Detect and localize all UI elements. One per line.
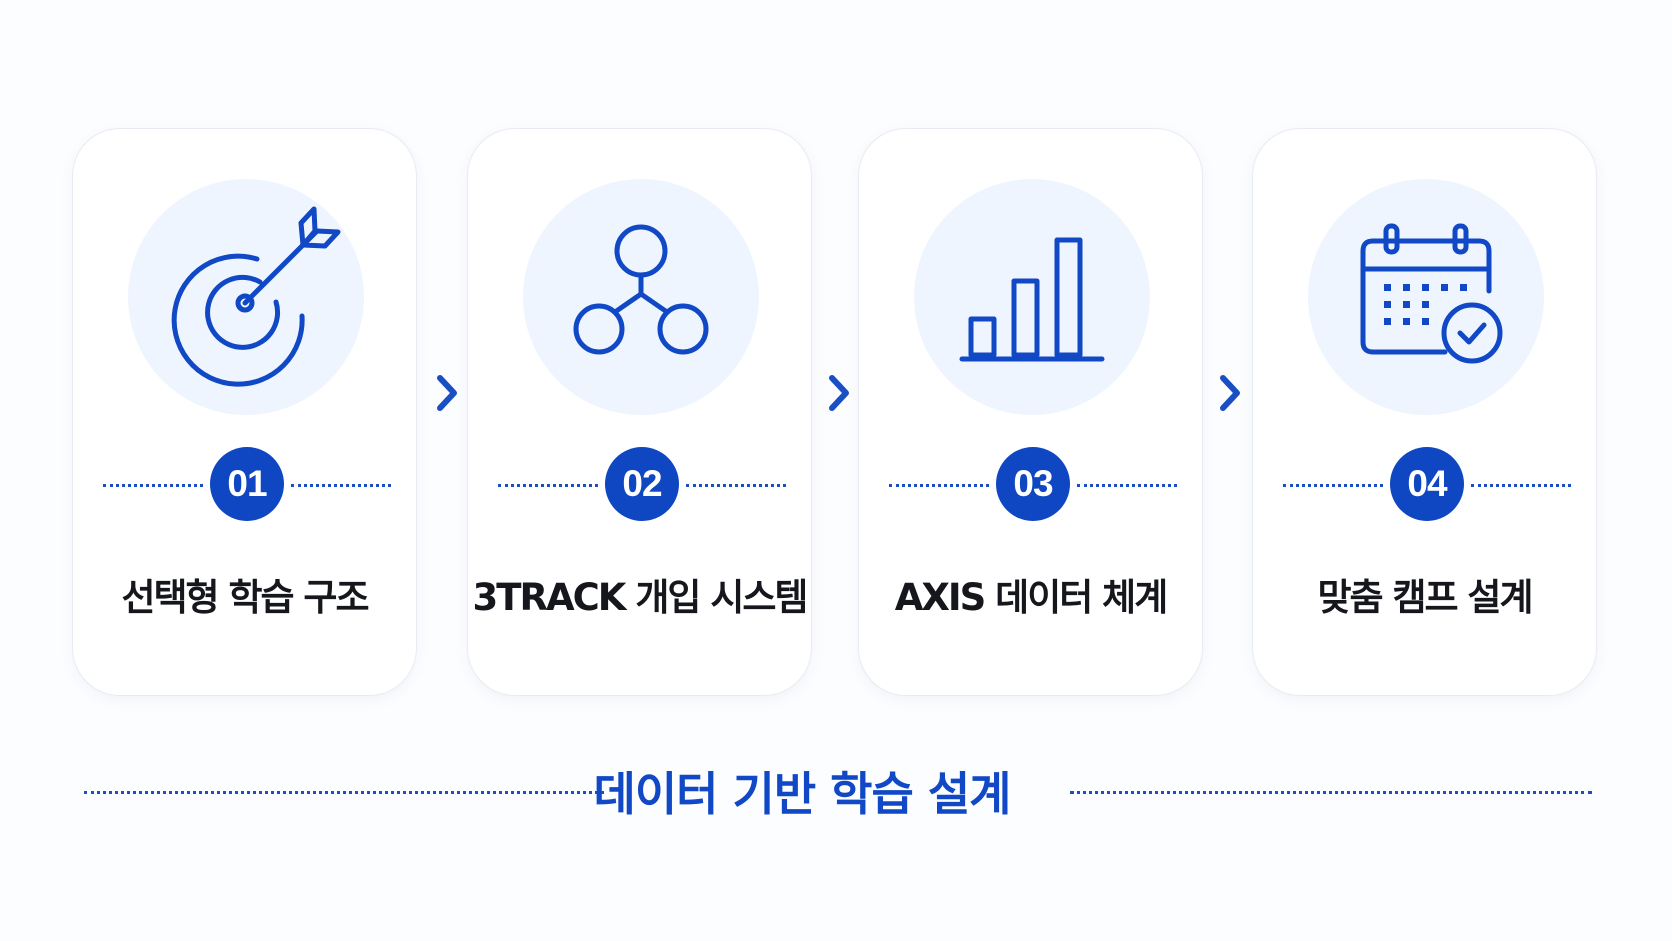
dotted-line-right [291,484,391,487]
dotted-line-right [686,484,786,487]
footer-dotted-line-left [84,791,604,794]
footer-label: 데이터 기반 학습 설계 [593,767,1012,821]
bar-chart-icon [959,237,1105,362]
dotted-line-left [498,484,598,487]
step-card-2: 02 3TRACK 개입 시스템 [467,128,812,696]
step-number-badge: 01 [210,447,284,521]
step-card-4: 04 맞춤 캠프 설계 [1252,128,1597,696]
chevron-right-icon [1220,375,1240,411]
step-number-badge: 02 [605,447,679,521]
dotted-line-left [1283,484,1383,487]
dotted-line-left [103,484,203,487]
icon-background [128,179,364,415]
step-number-badge: 04 [1390,447,1464,521]
step-card-1: 01 선택형 학습 구조 [72,128,417,696]
calendar-check-icon [1360,223,1503,364]
step-card-3: 03 AXIS 데이터 체계 [858,128,1203,696]
step-title: 선택형 학습 구조 [121,576,369,619]
chevron-right-icon [437,375,457,411]
icon-background [1308,179,1544,415]
target-icon [171,206,341,387]
dotted-line-right [1471,484,1571,487]
network-icon [573,224,709,355]
icon-background [523,179,759,415]
step-title: 3TRACK 개입 시스템 [472,576,809,619]
footer-dotted-line-right [1070,791,1592,794]
step-title: AXIS 데이터 체계 [894,576,1169,619]
step-number-badge: 03 [996,447,1070,521]
icon-background [914,179,1150,415]
chevron-right-icon [829,375,849,411]
dotted-line-left [889,484,989,487]
dotted-line-right [1077,484,1177,487]
step-title: 맞춤 캠프 설계 [1317,576,1533,619]
